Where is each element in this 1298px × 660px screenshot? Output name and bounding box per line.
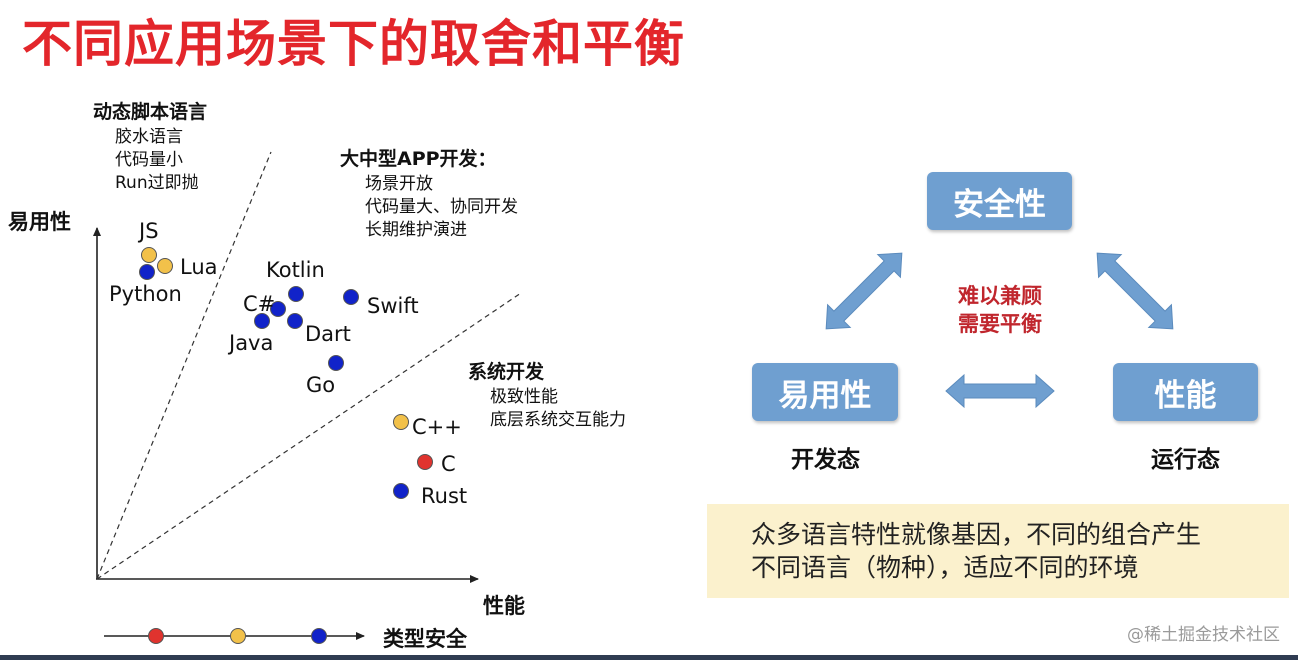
double-arrow-icon — [945, 373, 1055, 409]
language-label-dart: Dart — [305, 322, 351, 346]
performance-box: 性能 — [1113, 363, 1258, 421]
language-tradeoff-chart — [93, 151, 522, 644]
language-label-lua: Lua — [180, 255, 218, 279]
region-line: 底层系统交互能力 — [490, 410, 626, 430]
tradeoff-note-line1: 难以兼顾 — [958, 284, 1042, 308]
tradeoff-note-line2: 需要平衡 — [958, 312, 1042, 336]
language-label-csharp: C# — [243, 292, 276, 316]
bottom-bar — [0, 655, 1298, 660]
language-label-c: C — [441, 452, 456, 476]
region-line: 代码量小 — [115, 150, 183, 170]
language-label-cpp: C++ — [412, 415, 462, 439]
safety-box: 安全性 — [927, 172, 1072, 230]
runtime-caption: 运行态 — [1151, 447, 1220, 473]
language-label-go: Go — [306, 373, 336, 397]
double-arrow-icon — [1096, 252, 1174, 330]
dev-time-caption: 开发态 — [791, 447, 860, 473]
language-label-rust: Rust — [421, 484, 468, 508]
double-arrow-icon — [825, 252, 903, 330]
language-dot-csharp — [270, 301, 286, 317]
region-line: Run过即抛 — [115, 173, 199, 193]
language-label-js: JS — [139, 219, 159, 243]
region-dynamic-scripting: 动态脚本语言 胶水语言 代码量小 Run过即抛 — [93, 97, 207, 195]
summary-line1: 众多语言特性就像基因，不同的组合产生 — [751, 520, 1202, 549]
language-label-python: Python — [109, 282, 182, 306]
language-dot-kotlin — [288, 286, 304, 302]
language-dot-rust — [393, 483, 409, 499]
y-axis-label: 易用性 — [8, 210, 71, 234]
language-label-swift: Swift — [367, 294, 419, 318]
language-dot-java — [254, 313, 270, 329]
language-dot-c — [417, 454, 433, 470]
language-dot-go — [328, 355, 344, 371]
watermark: @稀土掘金技术社区 — [1127, 625, 1280, 645]
x-axis-label: 性能 — [483, 594, 525, 618]
page-title: 不同应用场景下的取舍和平衡 — [22, 15, 685, 73]
language-label-java: Java — [229, 331, 274, 355]
usability-box: 易用性 — [752, 363, 898, 421]
region-system-development: 系统开发 极致性能 底层系统交互能力 — [468, 357, 626, 432]
region-heading: 大中型APP开发： — [340, 148, 497, 170]
region-line: 代码量大、协同开发 — [365, 197, 518, 217]
language-dots — [139, 247, 433, 499]
summary-box: 众多语言特性就像基因，不同的组合产生 不同语言（物种），适应不同的环境 — [707, 504, 1289, 598]
language-dot-cpp — [393, 414, 409, 430]
region-line: 场景开放 — [365, 174, 433, 194]
language-dot-js — [141, 247, 157, 263]
divider-line-upper — [96, 151, 272, 580]
language-dot-python — [139, 264, 155, 280]
summary-line2: 不同语言（物种），适应不同的环境 — [751, 553, 1139, 582]
language-label-kotlin: Kotlin — [266, 258, 325, 282]
region-heading: 系统开发 — [468, 361, 545, 383]
region-heading: 动态脚本语言 — [93, 101, 208, 123]
type-safety-dot — [230, 628, 246, 644]
language-dot-swift — [343, 289, 359, 305]
tradeoff-note: 难以兼顾 需要平衡 — [935, 282, 1065, 338]
region-line: 极致性能 — [490, 387, 558, 407]
type-safety-dot — [148, 628, 164, 644]
divider-line-lower — [96, 292, 522, 580]
language-dot-dart — [287, 313, 303, 329]
type-safety-label: 类型安全 — [383, 627, 467, 651]
type-safety-dot — [311, 628, 327, 644]
region-line: 胶水语言 — [115, 127, 183, 147]
language-dot-lua — [157, 258, 173, 274]
region-line: 长期维护演进 — [365, 220, 467, 240]
region-app-development: 大中型APP开发： 场景开放 代码量大、协同开发 长期维护演进 — [340, 144, 518, 242]
type-safety-scale — [148, 628, 327, 644]
